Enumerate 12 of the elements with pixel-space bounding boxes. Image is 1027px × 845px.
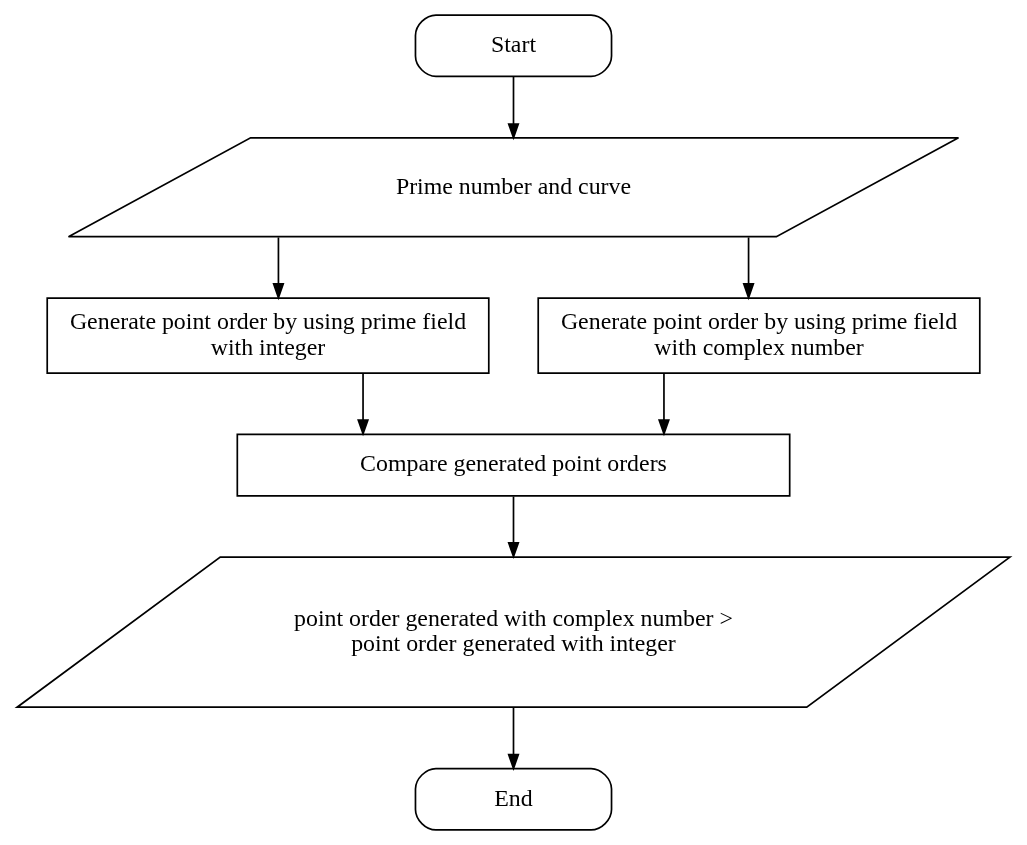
- node-box: Start: [414, 14, 613, 78]
- arrow: [272, 236, 285, 301]
- arrow: [742, 236, 755, 301]
- arrow: [507, 706, 520, 771]
- node-box: Compare generated point orders: [236, 433, 791, 497]
- node-box: Generate point order by using prime field with integer: [46, 297, 490, 374]
- arrow: [507, 495, 520, 560]
- arrow: [658, 372, 670, 437]
- arrow: [357, 372, 369, 437]
- arrow: [507, 75, 520, 141]
- node-box: Generate point order by using prime field with complex number: [537, 297, 981, 374]
- node-box: End: [414, 767, 613, 831]
